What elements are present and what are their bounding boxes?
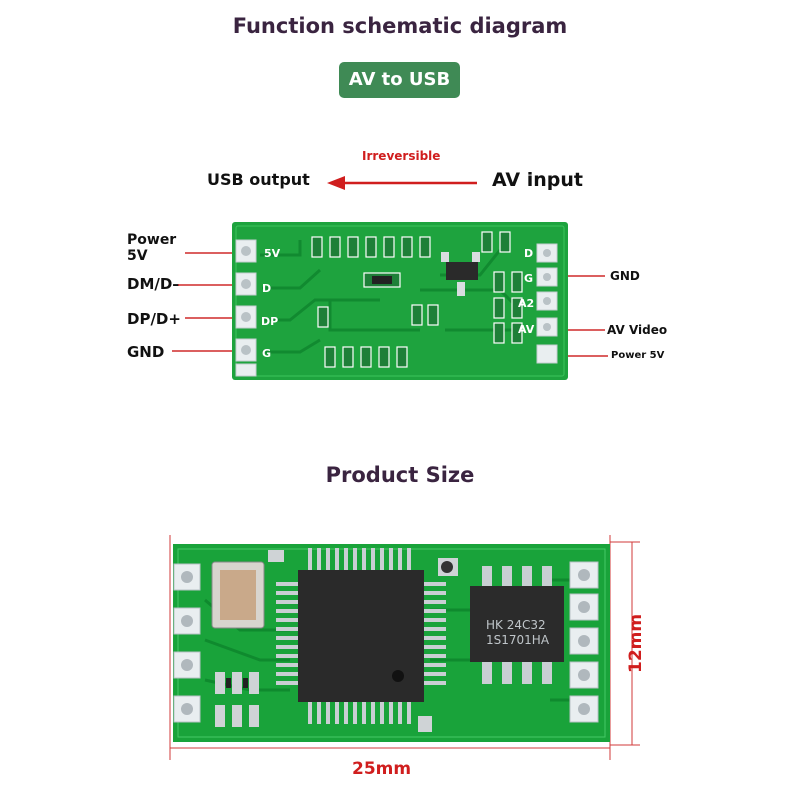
mode-badge: AV to USB bbox=[339, 62, 460, 98]
silk-d: D bbox=[262, 282, 271, 295]
eeprom-chip bbox=[470, 586, 564, 662]
main-ic bbox=[298, 570, 424, 702]
pin-label-gnd: GND bbox=[127, 343, 165, 361]
schematic-board: 5V D DP G D G A2 AV bbox=[172, 222, 608, 380]
page-title: Function schematic diagram bbox=[232, 14, 568, 38]
pin-label-av-video: AV Video bbox=[607, 323, 668, 337]
silk-dp: DP bbox=[261, 315, 278, 328]
silk-d-right: D bbox=[524, 247, 533, 260]
silk-av: AV bbox=[518, 323, 535, 336]
direction-arrow bbox=[327, 176, 477, 190]
pin-label-dm: DM/D– bbox=[127, 275, 180, 293]
irreversible-note: Irreversible bbox=[362, 149, 441, 163]
height-dimension: 12mm bbox=[626, 613, 646, 673]
size-board: HK 24C32 1S1701HA bbox=[169, 535, 640, 760]
silk-g-right: G bbox=[524, 272, 533, 285]
size-section-title: Product Size bbox=[325, 463, 475, 487]
usb-output-label: USB output bbox=[207, 170, 310, 189]
chip-marking-1: HK 24C32 bbox=[486, 618, 546, 632]
pin-label-dp: DP/D+ bbox=[127, 310, 181, 328]
pin-label-power-right: Power 5V bbox=[611, 350, 665, 361]
chip-marking-2: 1S1701HA bbox=[486, 633, 550, 647]
av-input-label: AV input bbox=[492, 169, 583, 191]
silk-g: G bbox=[262, 347, 271, 360]
pin-label-gnd-right: GND bbox=[610, 269, 640, 283]
silk-a2: A2 bbox=[518, 297, 534, 310]
width-dimension: 25mm bbox=[352, 759, 412, 779]
silk-5v: 5V bbox=[264, 247, 281, 260]
